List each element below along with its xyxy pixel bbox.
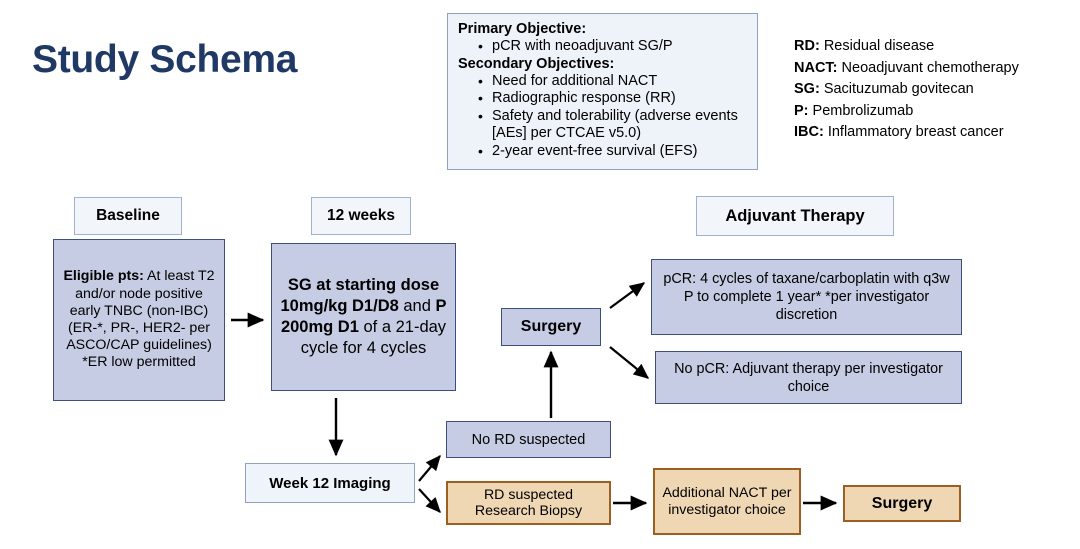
treatment-cycle-detail: of a 21-day cycle for 4 cycles	[300, 318, 447, 357]
abbreviation-definition: Pembrolizumab	[812, 102, 914, 119]
primary-objective-item: pCR with neoadjuvant SG/P	[478, 38, 749, 56]
final-surgery-box: Surgery	[843, 485, 961, 522]
surgery-box: Surgery	[501, 308, 601, 346]
twelve-weeks-header: 12 weeks	[311, 197, 411, 235]
pcr-branch-box: pCR: 4 cycles of taxane/carboplatin with…	[651, 259, 962, 335]
abbreviation-term: P:	[794, 102, 809, 119]
abbreviation-row: NACT: Neoadjuvant chemotherapy	[794, 58, 1074, 80]
abbreviation-row: IBC: Inflammatory breast cancer	[794, 122, 1074, 144]
treatment-sg-dose: SG at starting dose 10mg/kg D1/D8	[280, 276, 440, 315]
abbreviation-row: P: Pembrolizumab	[794, 101, 1074, 123]
abbreviation-term: IBC:	[794, 124, 824, 141]
secondary-objective-item: Radiographic response (RR)	[478, 90, 749, 108]
abbreviation-row: RD: Residual disease	[794, 36, 1074, 58]
abbreviation-definition: Sacituzumab govitecan	[823, 81, 974, 98]
eligible-patients-box: Eligible pts: At least T2 and/or node po…	[53, 239, 225, 401]
no-pcr-branch-box: No pCR: Adjuvant therapy per investigato…	[655, 351, 962, 404]
eligible-criteria: At least T2 and/or node positive early T…	[66, 268, 215, 371]
secondary-objective-item: Need for additional NACT	[478, 73, 749, 91]
abbreviation-term: SG:	[794, 81, 820, 98]
week-12-imaging-box: Week 12 Imaging	[245, 463, 415, 503]
abbreviation-legend: RD: Residual disease NACT: Neoadjuvant c…	[794, 36, 1074, 144]
secondary-objective-item: Safety and tolerability (adverse events …	[478, 108, 749, 143]
secondary-objectives-heading: Secondary Objectives:	[458, 55, 615, 72]
adjuvant-therapy-header: Adjuvant Therapy	[696, 196, 894, 236]
primary-objective-heading: Primary Objective:	[458, 21, 587, 37]
baseline-header: Baseline	[74, 197, 182, 235]
treatment-p-dose: P 200mg D1	[280, 297, 447, 336]
abbreviation-definition: Residual disease	[823, 38, 935, 54]
secondary-objectives-list: Need for additional NACT Radiographic re…	[458, 73, 749, 161]
page-title: Study Schema	[32, 38, 298, 81]
objectives-panel: Primary Objective: pCR with neoadjuvant …	[447, 13, 758, 170]
arrow-imaging-to-rd-suspected	[418, 488, 441, 513]
primary-objective-list: pCR with neoadjuvant SG/P	[458, 38, 749, 56]
abbreviation-definition: Inflammatory breast cancer	[827, 124, 1004, 141]
secondary-objective-item: 2-year event-free survival (EFS)	[478, 143, 749, 161]
abbreviation-row: SG: Sacituzumab govitecan	[794, 79, 1074, 101]
no-rd-suspected-box: No RD suspected	[446, 421, 611, 458]
abbreviation-term: NACT:	[794, 59, 838, 76]
treatment-conjunction: and	[398, 297, 436, 315]
arrow-imaging-to-no-rd	[418, 454, 441, 482]
arrow-surgery-to-no-pcr	[609, 346, 650, 379]
rd-suspected-biopsy-box: RD suspected Research Biopsy	[446, 481, 611, 525]
abbreviation-definition: Neoadjuvant chemotherapy	[841, 59, 1019, 76]
treatment-regimen-box: SG at starting dose 10mg/kg D1/D8 and P …	[271, 243, 456, 391]
eligible-label: Eligible pts:	[63, 268, 144, 285]
abbreviation-term: RD:	[794, 38, 820, 54]
additional-nact-box: Additional NACT per investigator choice	[653, 468, 801, 535]
arrow-surgery-to-pcr	[609, 282, 646, 309]
